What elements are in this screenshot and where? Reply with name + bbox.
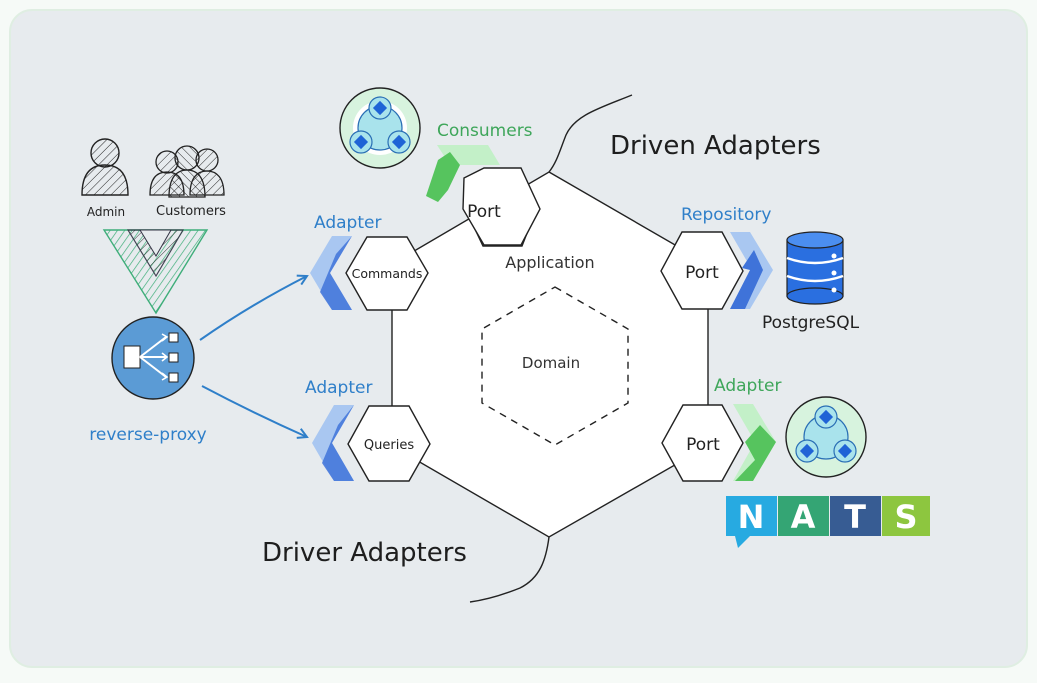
- admin-label: Admin: [87, 205, 125, 219]
- reverse-proxy-label: reverse-proxy: [89, 425, 206, 445]
- port-right-bottom[interactable]: Port: [661, 404, 744, 482]
- commands-adapter-chevron: [310, 236, 352, 310]
- commands-hexagon[interactable]: Commands: [345, 236, 429, 311]
- repository-adapter-chevron: [730, 232, 773, 309]
- consumers-label: Consumers: [437, 121, 533, 141]
- event-bus-icon: [339, 87, 421, 169]
- port-top-label: Port: [467, 202, 501, 222]
- adapter-commands-label: Adapter: [314, 213, 381, 233]
- nats-letter-n: N: [738, 498, 765, 536]
- nats-letter-s: S: [894, 498, 917, 536]
- driver-adapters-title: Driver Adapters: [262, 538, 467, 568]
- port-top[interactable]: Port: [462, 167, 541, 247]
- event-bus-icon-right: [785, 396, 867, 478]
- commands-label: Commands: [352, 266, 423, 281]
- driver-separator-curve: [469, 536, 550, 603]
- domain-hexagon: [481, 286, 629, 446]
- queries-adapter-chevron: [312, 405, 354, 481]
- domain-label: Domain: [522, 354, 580, 372]
- port-right-top-label: Port: [685, 263, 719, 283]
- driven-adapters-title: Driven Adapters: [610, 131, 821, 161]
- queries-hexagon[interactable]: Queries: [347, 405, 431, 482]
- application-label: Application: [505, 253, 594, 272]
- driven-separator-curve: [548, 94, 633, 173]
- repository-label: Repository: [681, 205, 771, 225]
- nats-letter-t: T: [844, 498, 866, 536]
- postgresql-label: PostgreSQL: [762, 313, 860, 333]
- user-icon: [81, 138, 129, 196]
- vue-logo-icon: [102, 229, 209, 315]
- database-icon: [786, 231, 844, 305]
- queries-label: Queries: [364, 438, 414, 453]
- nats-letter-a: A: [791, 498, 816, 536]
- arrow-to-commands: [199, 276, 307, 341]
- adapter-queries-label: Adapter: [305, 378, 372, 398]
- nats-adapter-chevron: [733, 404, 776, 481]
- adapter-nats-label: Adapter: [714, 376, 781, 396]
- port-right-bottom-label: Port: [686, 435, 720, 455]
- arrow-to-queries: [201, 385, 307, 437]
- customers-label: Customers: [156, 204, 226, 219]
- reverse-proxy-icon: [111, 316, 195, 400]
- consumers-adapter-chevron: [426, 145, 500, 202]
- nats-logo: N A T S: [726, 496, 930, 548]
- port-right-top[interactable]: Port: [660, 231, 744, 310]
- users-group-icon: [149, 145, 225, 198]
